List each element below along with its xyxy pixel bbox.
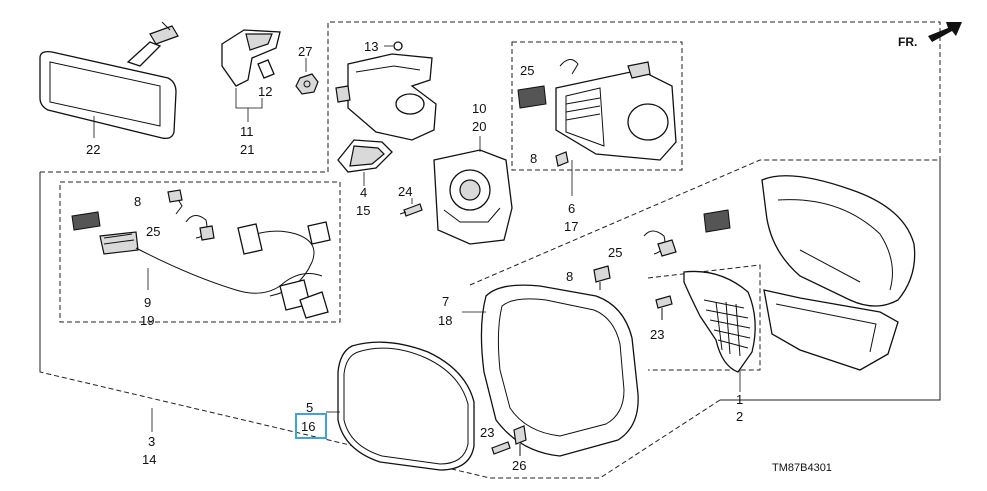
callout-25-housing: 25 [608, 245, 622, 260]
mirror-base-bracket [335, 53, 437, 141]
callout-6: 6 [568, 201, 575, 216]
part-1-turn-signal [683, 270, 756, 392]
callout-22: 22 [86, 142, 100, 157]
part-13-screw [384, 41, 403, 51]
part-housing-cap [761, 175, 916, 307]
callout-16: 16 [301, 419, 315, 434]
callout-25-harness: 25 [146, 224, 160, 239]
diagram-code: TM87B4301 [772, 462, 832, 474]
callout-19: 19 [140, 313, 154, 328]
connector-upper [703, 209, 731, 233]
callout-3: 3 [148, 434, 155, 449]
part-10-sensor-base [433, 136, 513, 245]
part-24-screw [399, 198, 423, 217]
front-arrow-icon [928, 22, 962, 42]
part-11-mirror-cover [221, 29, 281, 122]
part-4-cover [337, 139, 393, 186]
part-8-screw [593, 265, 611, 290]
callout-21: 21 [240, 142, 254, 157]
harness-group-box [59, 181, 341, 323]
callout-26: 26 [512, 458, 526, 473]
callout-14: 14 [142, 452, 156, 467]
front-direction-arrow: FR. [898, 22, 962, 49]
highlight-box-16 [295, 413, 327, 439]
callout-20: 20 [472, 119, 486, 134]
callout-23-upper: 23 [650, 327, 664, 342]
callout-2: 2 [736, 409, 743, 424]
part-5-mirror-glass [326, 341, 475, 471]
callout-5: 5 [306, 400, 313, 415]
part-23-screw-lower [491, 441, 511, 455]
front-label: FR. [898, 35, 917, 49]
part-26-clip [513, 425, 527, 456]
part-6-mirror-actuator [517, 59, 677, 196]
callout-13: 13 [364, 39, 378, 54]
part-7-mirror-housing [462, 284, 639, 457]
callout-17: 17 [564, 219, 578, 234]
callout-8-harness: 8 [134, 194, 141, 209]
part-22-rearview-mirror [39, 21, 179, 140]
callout-9: 9 [144, 295, 151, 310]
callout-25-actuator: 25 [520, 63, 534, 78]
callout-4: 4 [360, 185, 367, 200]
callout-8-actuator: 8 [530, 151, 537, 166]
callout-12: 12 [258, 84, 272, 99]
callout-18: 18 [438, 313, 452, 328]
housing-subassembly-outline [469, 159, 941, 401]
actuator-group-box [511, 41, 683, 171]
callout-11: 11 [240, 124, 254, 139]
callout-15: 15 [356, 203, 370, 218]
callout-27: 27 [298, 44, 312, 59]
callout-23-lower: 23 [480, 425, 494, 440]
callout-8-housing: 8 [566, 269, 573, 284]
callout-7: 7 [442, 294, 449, 309]
part-27-nut [295, 58, 319, 95]
part-9-mirror-harness [71, 189, 331, 319]
part-lower-cover [763, 289, 899, 371]
outer-assembly-outline [39, 21, 941, 479]
part-25-clip [643, 230, 677, 257]
callout-24: 24 [398, 184, 412, 199]
part-23-screw-upper [655, 295, 673, 320]
callout-10: 10 [472, 101, 486, 116]
callout-1: 1 [736, 392, 743, 407]
